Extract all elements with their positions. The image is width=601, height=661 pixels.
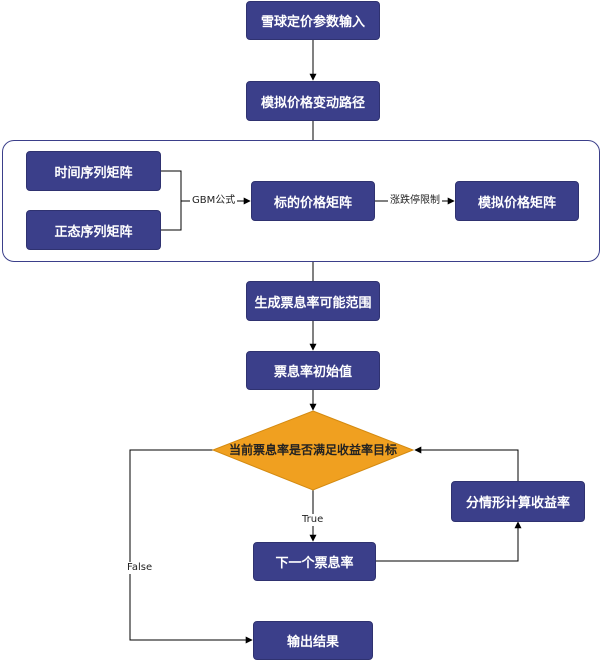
- node-next-coupon: 下一个票息率: [253, 542, 376, 581]
- decision-label: 当前票息率是否满足收益率目标: [229, 443, 398, 457]
- node-output: 输出结果: [253, 621, 373, 660]
- decision-diamond: [211, 410, 415, 491]
- edge-decision-to-output: [129, 449, 253, 644]
- edge-next-to-calc: [376, 521, 522, 562]
- edge-time-to-underlying: [161, 170, 182, 201]
- edge-label-true: True: [300, 514, 326, 526]
- edge-normal-to-underlying: [161, 201, 182, 231]
- node-calc-yield: 分情形计算收益率: [451, 481, 585, 522]
- node-input: 雪球定价参数输入: [246, 1, 380, 40]
- edge-calc-to-decision: [414, 446, 519, 481]
- node-sim-matrix: 模拟价格矩阵: [455, 181, 579, 221]
- node-underlying-matrix: 标的价格矩阵: [251, 181, 375, 221]
- node-normal-matrix: 正态序列矩阵: [26, 210, 161, 250]
- node-coupon-range: 生成票息率可能范围: [246, 281, 380, 321]
- node-coupon-init: 票息率初始值: [246, 351, 380, 390]
- edge-label-limit: 涨跌停限制: [388, 195, 442, 207]
- node-time-matrix: 时间序列矩阵: [26, 151, 161, 191]
- edge-label-false: False: [125, 562, 155, 574]
- node-sim-path: 模拟价格变动路径: [246, 81, 380, 121]
- edge-label-gbm: GBM公式: [190, 195, 238, 207]
